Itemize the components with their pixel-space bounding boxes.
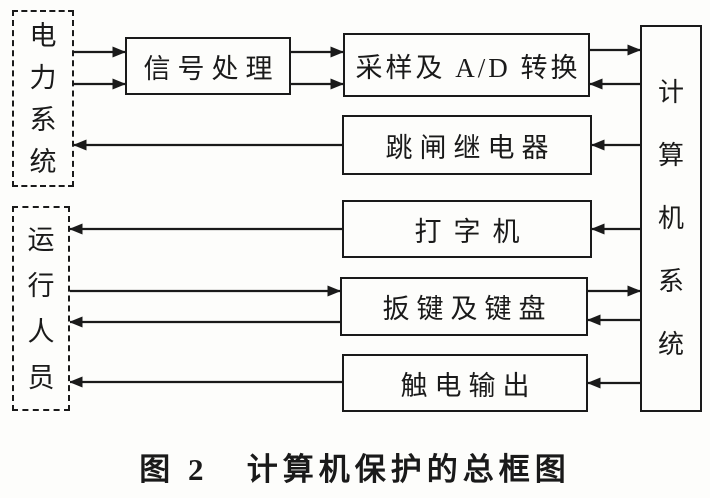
node-contact-output: 触电输出 bbox=[342, 354, 588, 412]
node-sampling-ad-conversion-label: 采样及 A/D 转换 bbox=[355, 52, 581, 83]
node-computer-system-label: 计 算 机 系 统 bbox=[657, 78, 684, 359]
node-trip-relay-label: 跳闸继电器 bbox=[385, 132, 556, 163]
node-typewriter-label: 打字机 bbox=[414, 216, 532, 247]
node-power-system: 电 力 系 统 bbox=[12, 10, 74, 187]
node-keys-keyboard-label: 扳键及键盘 bbox=[382, 294, 553, 324]
node-operators-label: 运 行 人 员 bbox=[27, 224, 55, 393]
node-signal-processing-label: 信号处理 bbox=[143, 53, 280, 84]
node-contact-output-label: 触电输出 bbox=[400, 370, 537, 401]
node-computer-system: 计 算 机 系 统 bbox=[640, 25, 702, 412]
figure-caption: 图 2 计算机保护的总框图 bbox=[139, 452, 571, 487]
node-trip-relay: 跳闸继电器 bbox=[342, 115, 592, 175]
node-keys-keyboard: 扳键及键盘 bbox=[340, 277, 588, 336]
node-sampling-ad-conversion: 采样及 A/D 转换 bbox=[343, 33, 590, 97]
node-operators: 运 行 人 员 bbox=[12, 206, 70, 411]
node-signal-processing: 信号处理 bbox=[125, 37, 291, 95]
node-power-system-label: 电 力 系 统 bbox=[29, 20, 57, 177]
node-typewriter: 打字机 bbox=[342, 200, 592, 258]
